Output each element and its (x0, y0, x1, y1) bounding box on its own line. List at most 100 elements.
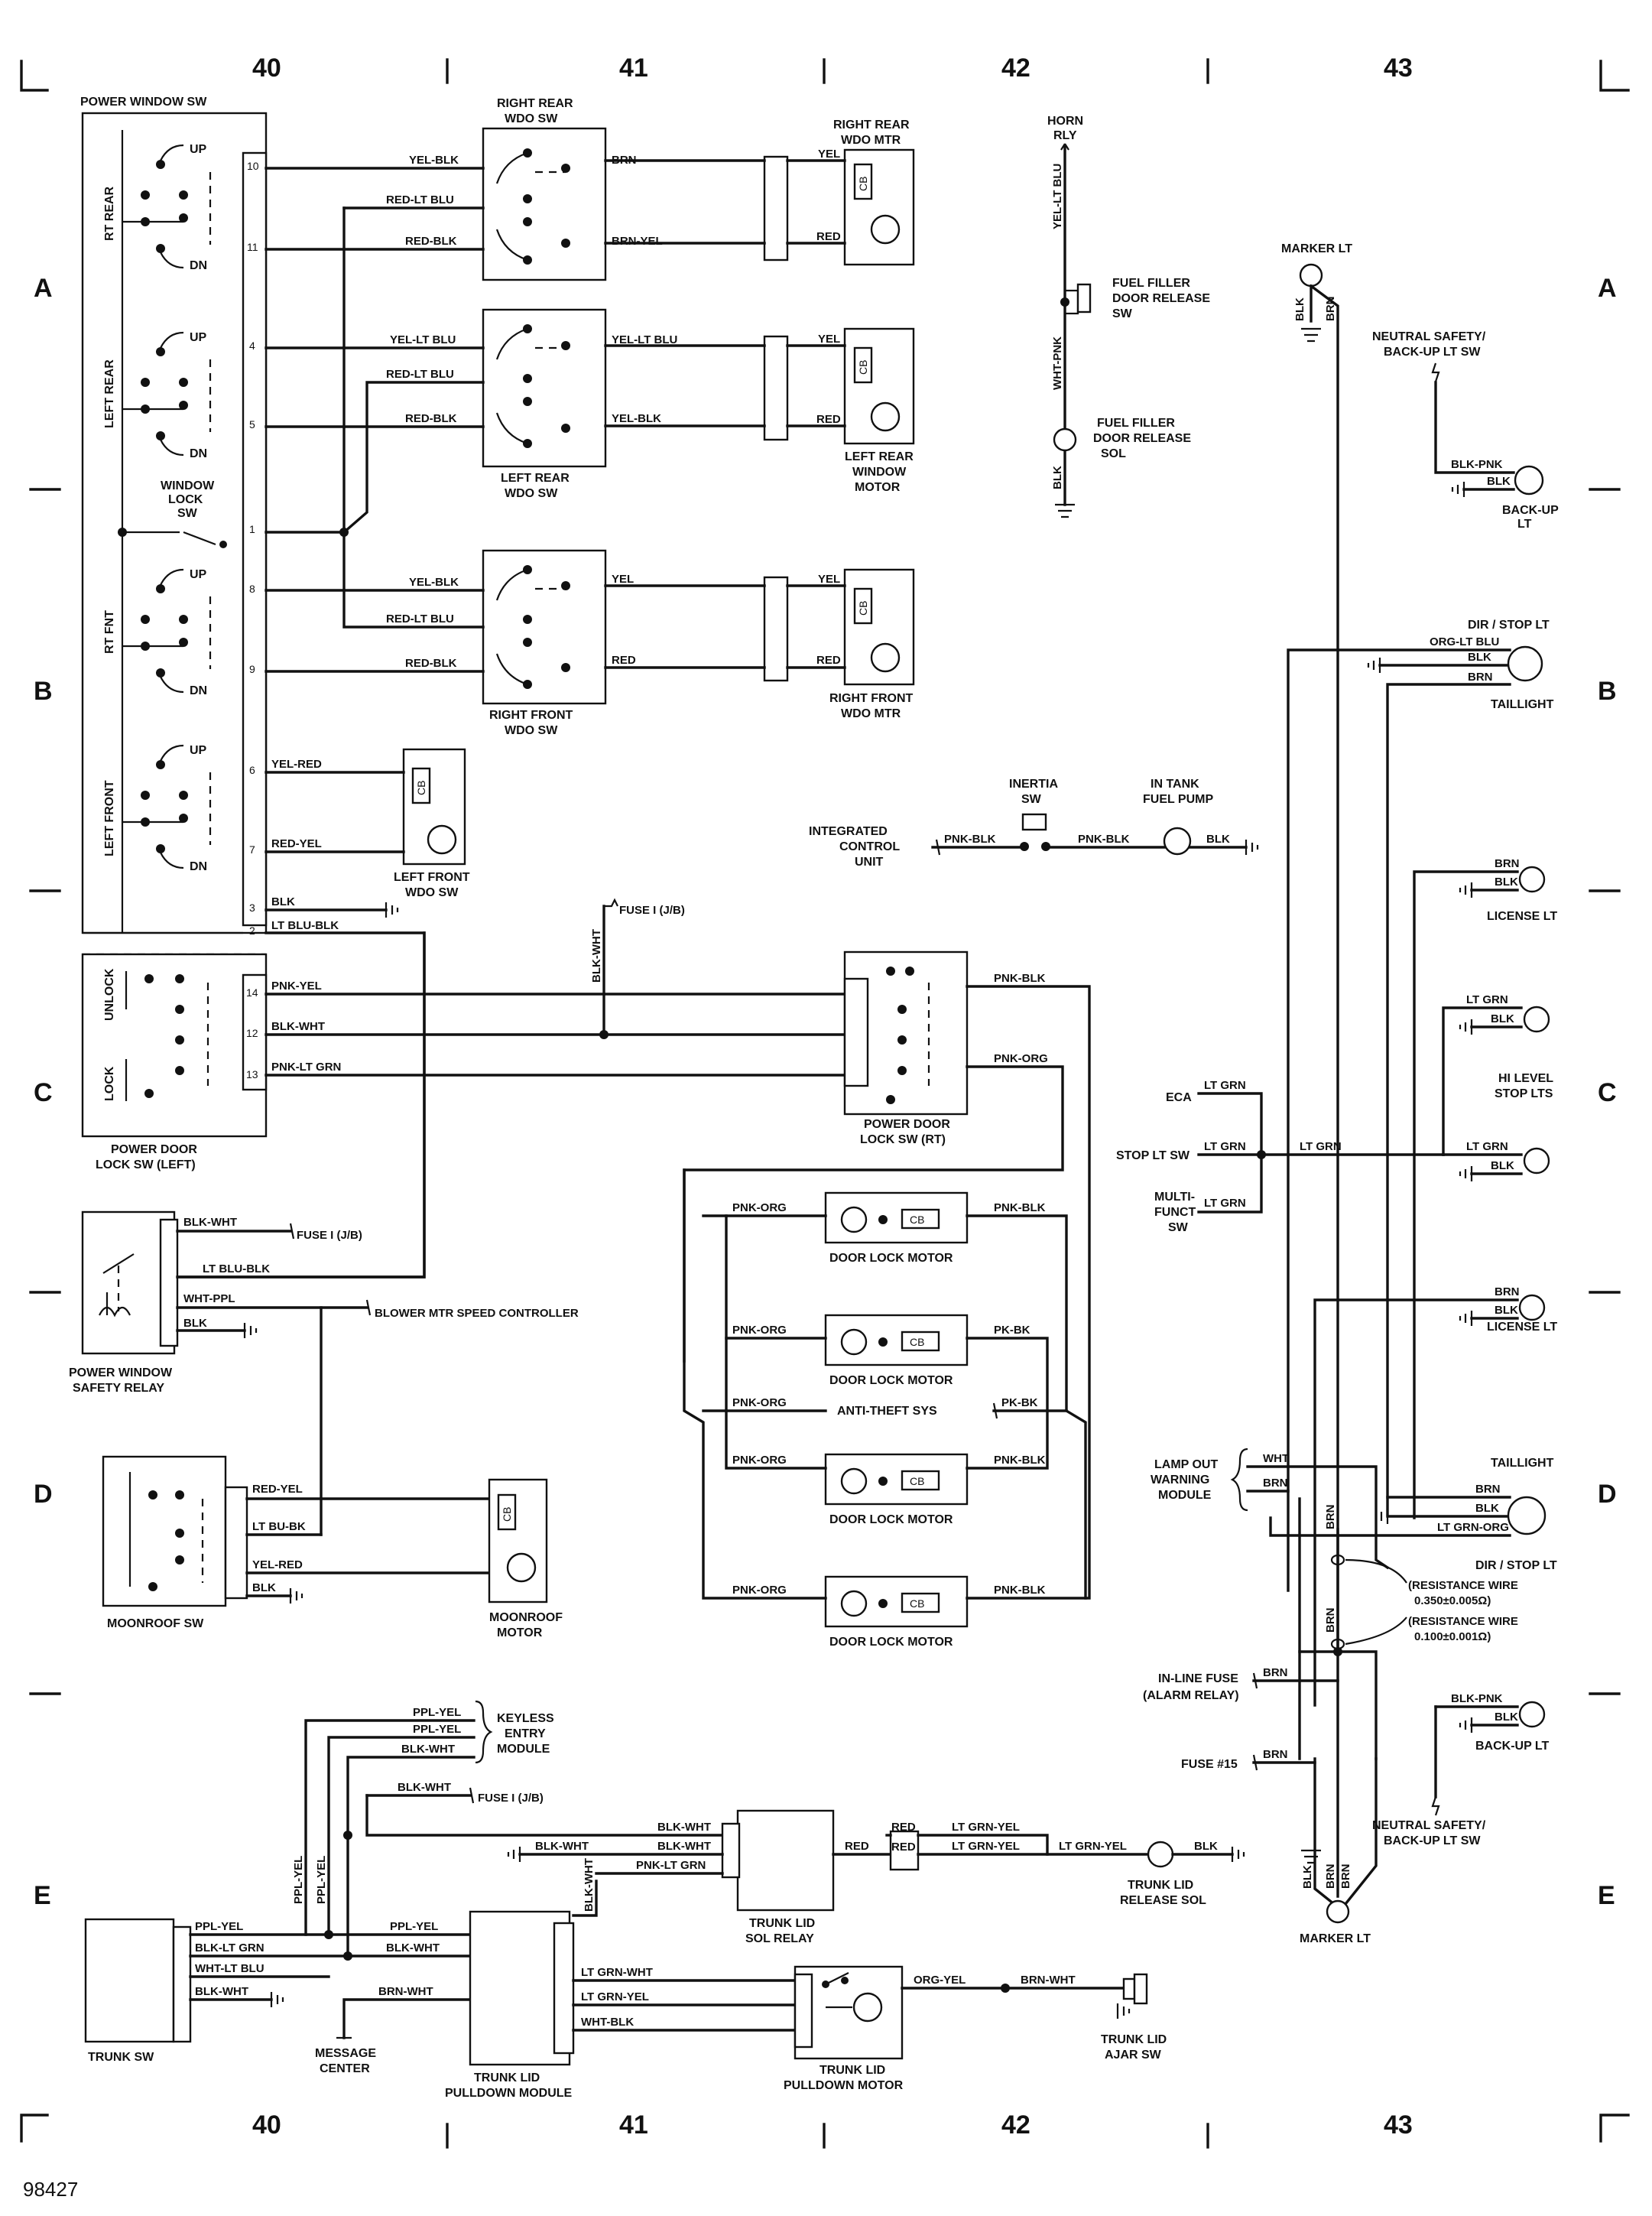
cb-label: CB (857, 177, 869, 191)
wire-label: BRN (1468, 671, 1493, 684)
resistance-label: (RESISTANCE WIRE (1408, 1615, 1518, 1628)
dn-label: DN (190, 447, 207, 460)
terminal-number: 14 (246, 986, 258, 999)
wire-label: BLK-WHT (183, 1216, 237, 1229)
grid-row-label: A (34, 274, 53, 303)
power-window-sw-label: POWER WINDOW SW (80, 96, 207, 109)
circuit-breaker (853, 587, 873, 625)
wire-label: PNK-BLK (994, 1201, 1046, 1214)
grid-row-label: E (1598, 1881, 1615, 1910)
cb-label: CB (415, 781, 427, 795)
wire-label: RED-BLK (405, 412, 457, 425)
component-label: LAMP OUT (1154, 1458, 1218, 1471)
blower-label: BLOWER MTR SPEED CONTROLLER (375, 1307, 579, 1320)
switch-housing (482, 127, 607, 281)
component-label: INERTIA (1009, 778, 1058, 791)
fuse-label: FUSE I (J/B) (478, 1792, 544, 1805)
wire-label: BRN (1475, 1483, 1501, 1496)
component-label: NEUTRAL SAFETY/ (1372, 1819, 1486, 1832)
rt-rear-label: RT REAR (103, 186, 116, 241)
wire-label: BLK (1487, 475, 1511, 488)
wire-label: ORG-YEL (914, 1974, 966, 1987)
wire-label: YEL-BLK (612, 412, 661, 425)
dn-label: DN (190, 684, 207, 697)
up-label: UP (190, 331, 207, 344)
wire-label: YEL-LT BLU (612, 333, 677, 346)
wire-label: PNK-BLK (994, 1454, 1046, 1467)
component-label: DOOR LOCK MOTOR (829, 1374, 953, 1387)
component-label: TRUNK LID (1101, 2033, 1167, 2046)
wire-label: BLK (1301, 1865, 1314, 1889)
fuse-label: FUSE I (J/B) (297, 1229, 362, 1242)
trunk-sol-relay (736, 1809, 835, 1912)
switch-rt-front: UP DN (122, 568, 212, 697)
wire-label: BRN (1324, 1608, 1337, 1633)
resistance-label: 0.350±0.005Ω) (1414, 1594, 1491, 1607)
component-label: MARKER LT (1300, 1932, 1371, 1945)
wire-label: BLK-WHT (271, 1020, 325, 1033)
relay-housing (81, 1210, 176, 1355)
page-frame: 40 41 42 43 40 41 42 43 A B C D E A B C … (20, 54, 1630, 2201)
component-label: DOOR RELEASE (1112, 292, 1210, 305)
motor-symbol (427, 824, 457, 855)
moonroof: MOONROOF SW RED-YEL LT BU-BK YEL-RED BLK… (102, 1455, 563, 1639)
wire-label: BLK (1475, 1502, 1499, 1515)
component-label: WDO SW (505, 112, 558, 125)
component-label: SW (1112, 307, 1133, 320)
wire-label: PNK-ORG (732, 1584, 787, 1597)
wire-label: PNK-ORG (732, 1396, 787, 1409)
right-front-wdo-sw: RIGHT FRONT WDO SW (482, 549, 607, 737)
power-door-lock-left-label: LOCK SW (LEFT) (96, 1158, 196, 1171)
component-label: FUSE #15 (1181, 1758, 1238, 1771)
fuse-label: FUSE I (J/B) (619, 904, 685, 917)
rear-lighting: MARKER LT BLK BRN NEUTRAL SAFETY/ BACK-U… (1116, 242, 1559, 1945)
door-lock-sw-housing (81, 953, 268, 1138)
terminal-number: 6 (249, 764, 255, 776)
component-label: PULLDOWN MODULE (445, 2087, 573, 2100)
component-label: POWER WINDOW (69, 1366, 173, 1379)
motor-symbol (870, 214, 901, 245)
wire-label: LT BU-BK (252, 1520, 306, 1533)
component-label: ENTRY (505, 1727, 546, 1740)
marker-lamp (1326, 1899, 1350, 1924)
terminal-number: 12 (246, 1027, 258, 1039)
wire-label: BRN (1495, 1285, 1520, 1298)
component-label: WDO MTR (841, 707, 901, 720)
component-label: FUNCT (1154, 1206, 1196, 1219)
grid-col-label: 40 (252, 2110, 281, 2140)
connector (159, 1218, 179, 1347)
grid-col-label: 42 (1001, 54, 1030, 83)
grid-row-label: C (34, 1078, 53, 1107)
component-label: MESSAGE (315, 2047, 376, 2060)
door-lock-motors: CB DOOR LOCK MOTOR CB DOOR LOCK MOTOR CB… (683, 1168, 1087, 1649)
grid-row-label: B (34, 677, 53, 706)
door-lock-wiring: BLK-WHT FUSE I (J/B) PNK-YEL BLK-WHT PNK… (265, 898, 1091, 1600)
wire-label: BLK-WHT (195, 1985, 248, 1998)
wire-label: BRN (1324, 1864, 1337, 1889)
wire-label: BRN (1324, 1505, 1337, 1530)
left-front-wdo-motor: CB LEFT FRONT WDO SW (394, 748, 470, 899)
wire-label: PNK-LT GRN (636, 1859, 706, 1872)
up-label: UP (190, 744, 207, 757)
component-label: MOONROOF SW (107, 1617, 204, 1630)
trunk-system: KEYLESS ENTRY MODULE PPL-YEL PPL-YEL BLK… (84, 1700, 1245, 2100)
component-label: SW (1168, 1221, 1189, 1234)
component-label: RIGHT FRONT (489, 709, 573, 722)
grid-row-label: D (1598, 1480, 1617, 1509)
wire-label: WHT-BLK (581, 2016, 634, 2029)
wire-label: BLK (1206, 833, 1230, 846)
connector (889, 1830, 920, 1871)
switch-housing (482, 549, 607, 705)
component-label: FUEL FILLER (1112, 277, 1190, 290)
wire-label: BLK-WHT (657, 1840, 711, 1853)
switch-rt-rear: UP DN (122, 143, 212, 272)
connector (763, 155, 789, 262)
trunk-sw (84, 1918, 175, 2043)
component-label: DOOR LOCK MOTOR (829, 1252, 953, 1265)
connector (721, 1822, 741, 1879)
wire-label: YEL (818, 333, 840, 346)
component-label: BACK-UP (1502, 504, 1559, 517)
connector (763, 335, 789, 441)
wire-label: RED (816, 413, 841, 426)
wire-label: PK-BK (1001, 1396, 1038, 1409)
